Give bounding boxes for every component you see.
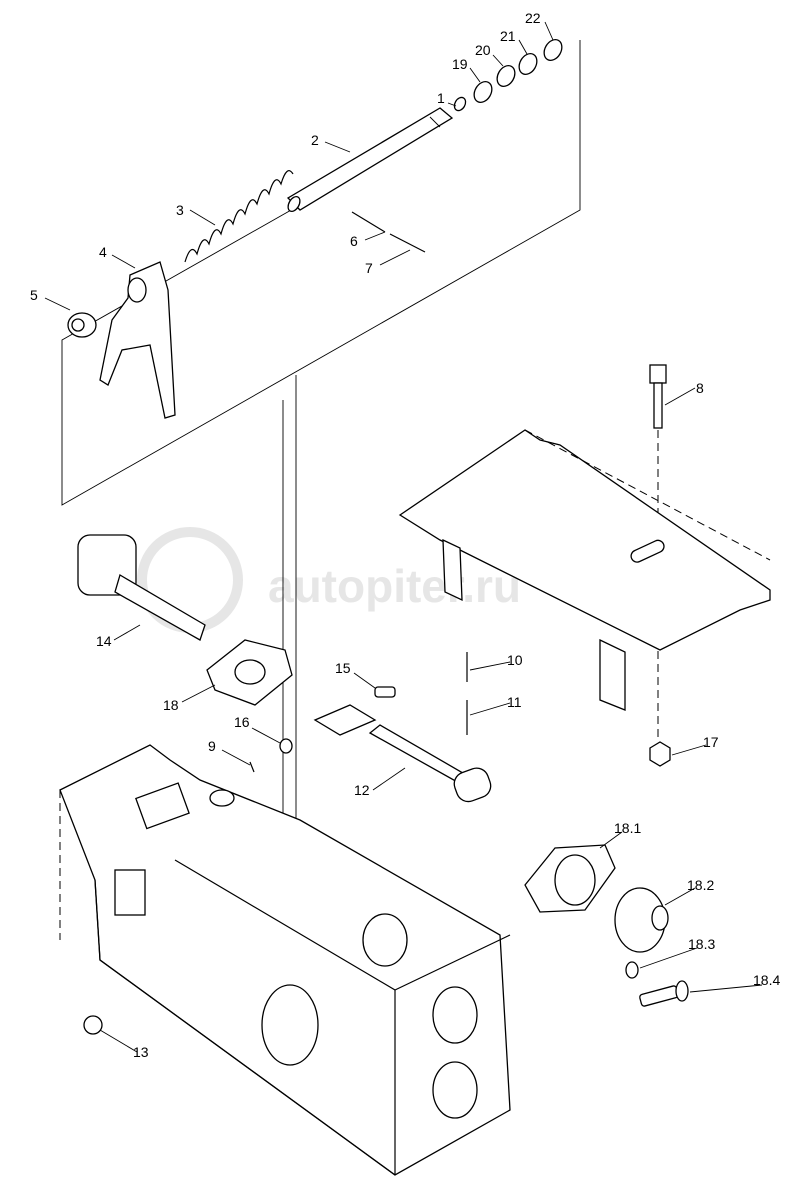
plug-13 — [83, 1015, 103, 1035]
screw-18-4 — [639, 980, 689, 1007]
washer-16 — [279, 738, 293, 754]
washer-18-3 — [625, 961, 639, 979]
callout-6: 6 — [350, 233, 358, 249]
bearing-18-2 — [614, 887, 669, 953]
callout-18: 18 — [163, 697, 179, 713]
callout-10: 10 — [507, 652, 523, 668]
callout-18-2: 18.2 — [687, 877, 714, 893]
callout-8: 8 — [696, 380, 704, 396]
lever-handle — [77, 534, 206, 641]
transmission-housing — [59, 744, 511, 1176]
flange-bearing — [206, 639, 293, 706]
nut-17 — [649, 741, 671, 767]
callout-11: 11 — [507, 694, 522, 710]
callout-13: 13 — [133, 1044, 149, 1060]
callout-20: 20 — [475, 42, 491, 58]
spring — [184, 170, 294, 263]
screw-15 — [374, 686, 396, 698]
callout-21: 21 — [500, 28, 516, 44]
pin-7 — [389, 233, 426, 253]
pin-9 — [249, 761, 255, 773]
o-rings — [453, 39, 563, 112]
callout-19: 19 — [452, 56, 468, 72]
callout-5: 5 — [30, 287, 38, 303]
callout-22: 22 — [525, 10, 541, 26]
shift-fork — [99, 261, 176, 419]
callout-18-1: 18.1 — [614, 820, 641, 836]
pin-6 — [351, 211, 386, 233]
callout-7: 7 — [365, 260, 373, 276]
callout-3: 3 — [176, 202, 184, 218]
callout-17: 17 — [703, 734, 719, 750]
callout-15: 15 — [335, 660, 351, 676]
callout-16: 16 — [234, 714, 250, 730]
callout-9: 9 — [208, 738, 216, 754]
bolt — [649, 364, 667, 740]
callout-18-3: 18.3 — [688, 936, 715, 952]
callout-18-4: 18.4 — [753, 972, 780, 988]
connecting-rod — [313, 704, 492, 803]
callout-12: 12 — [354, 782, 370, 798]
flange-18-1 — [524, 844, 616, 913]
leader-lines — [44, 21, 763, 1053]
shift-shaft — [286, 107, 454, 213]
mounting-plate — [398, 429, 771, 711]
collar — [67, 312, 97, 338]
callout-14: 14 — [96, 633, 112, 649]
watermark-text: autopiter.ru — [268, 560, 521, 612]
callout-4: 4 — [99, 244, 107, 260]
callout-2: 2 — [311, 132, 319, 148]
callout-1: 1 — [437, 90, 445, 106]
